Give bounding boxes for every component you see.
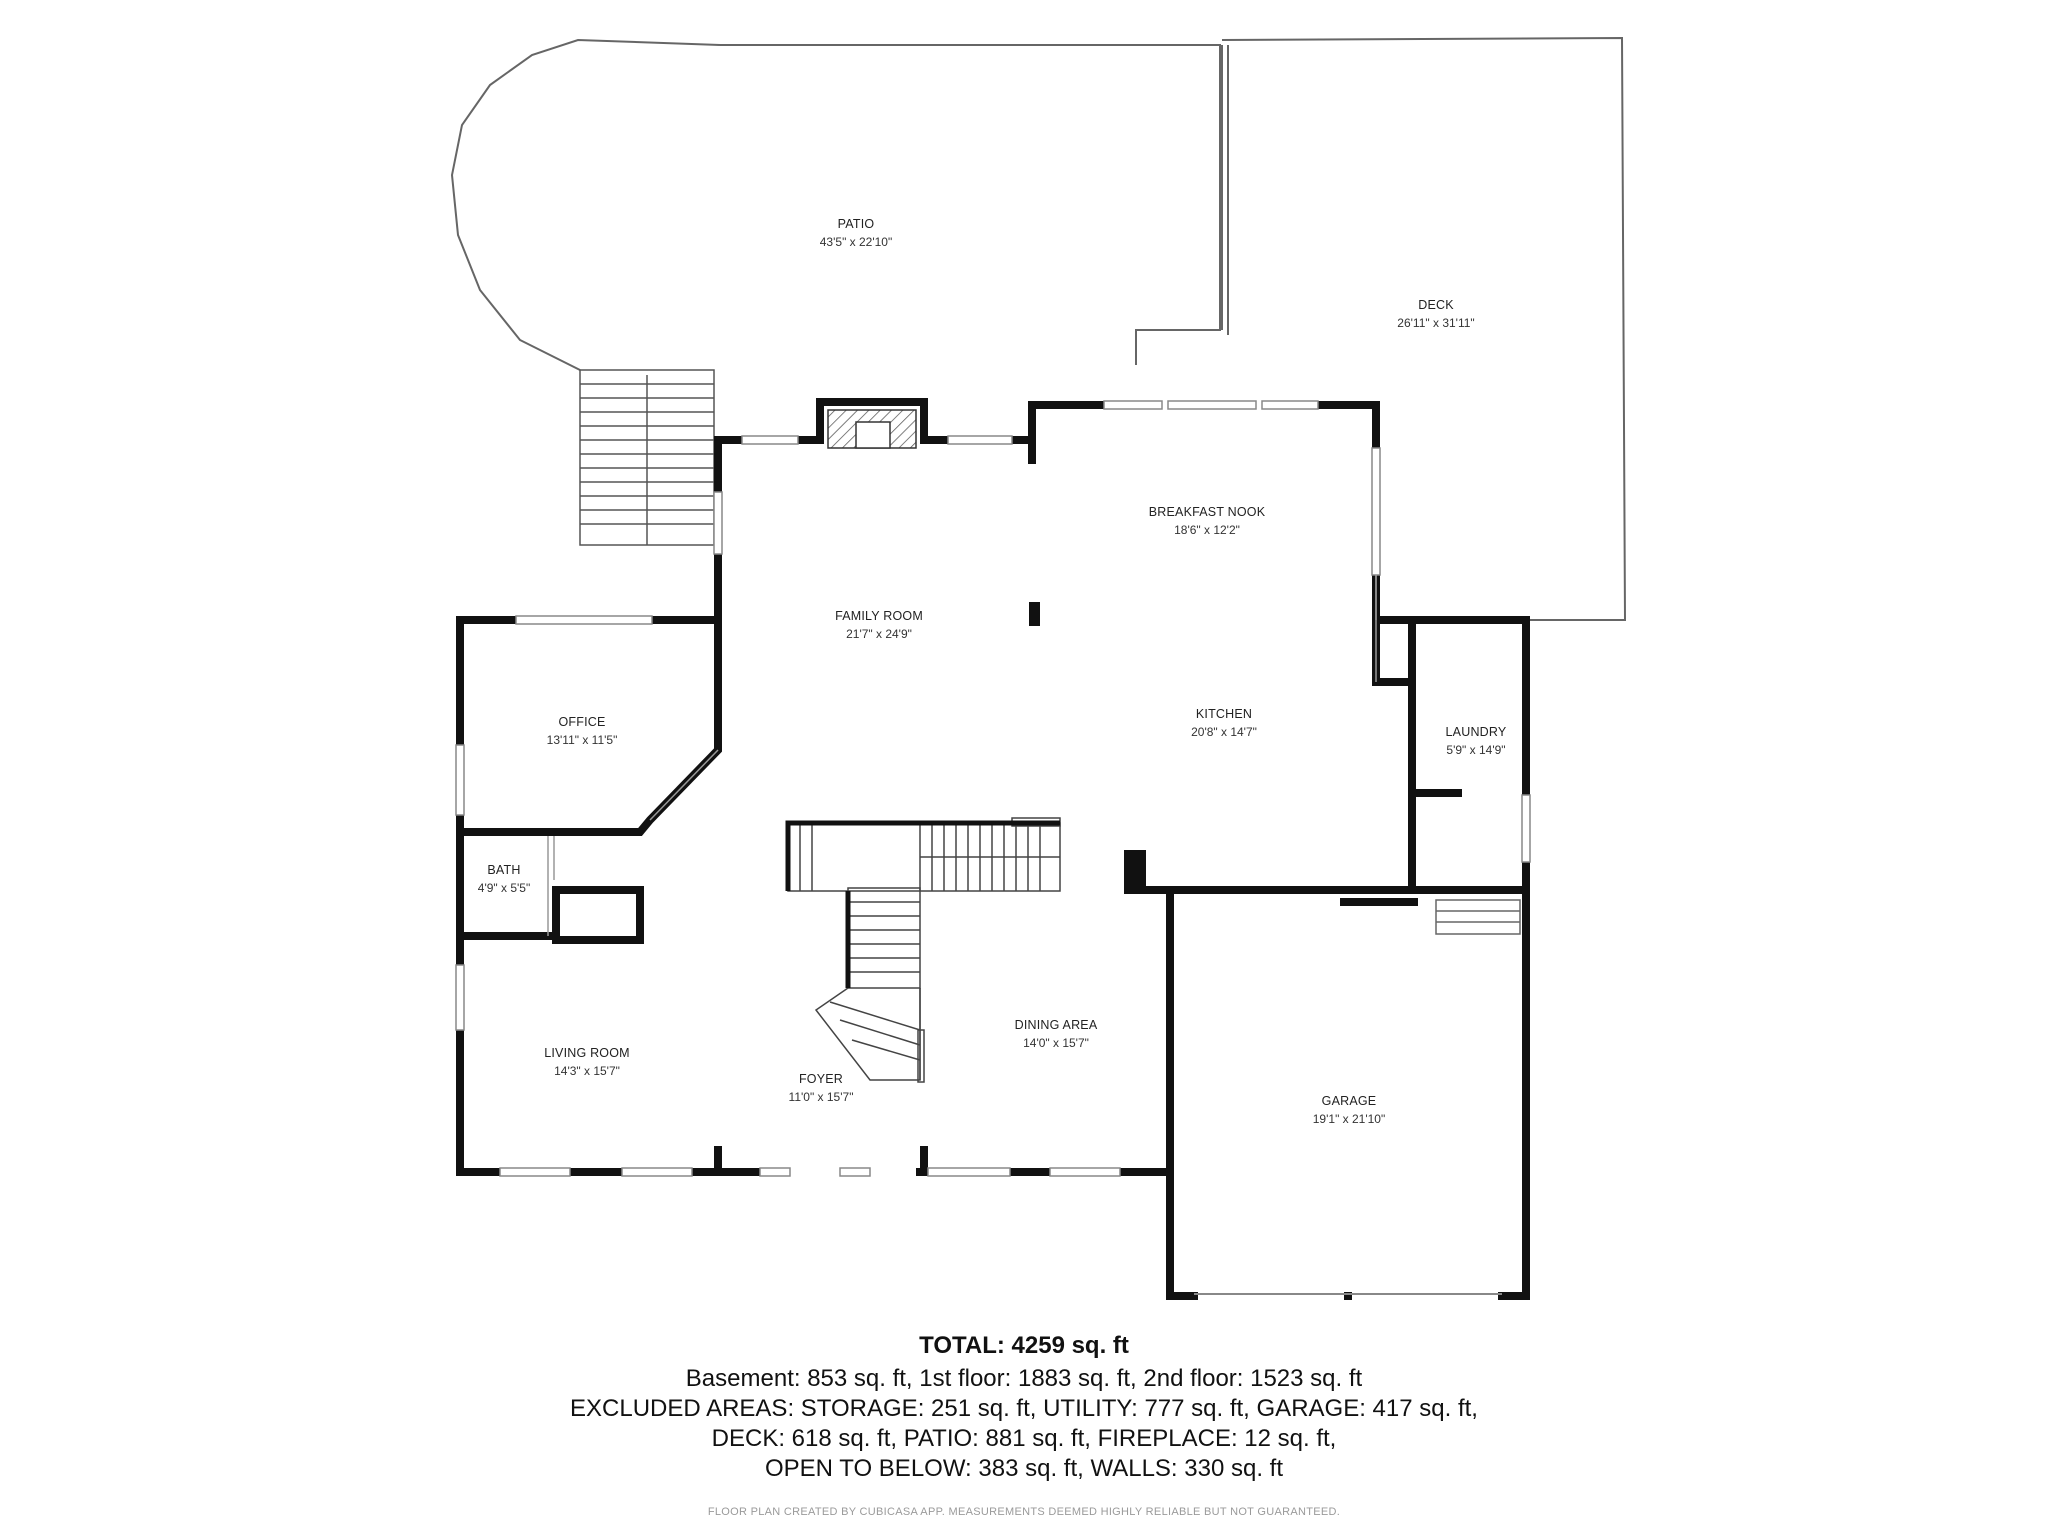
summary-line-open-walls: OPEN TO BELOW: 383 sq. ft, WALLS: 330 sq… [764,1455,1283,1482]
patio-outline [450,38,1221,371]
bath-label: BATH [487,863,520,877]
total-area: TOTAL: 4259 sq. ft [919,1332,1129,1359]
breakfast-nook-label: BREAKFAST NOOK [1149,505,1266,519]
column-post [1029,602,1040,626]
deck-outline [1221,36,1627,621]
column-post [1124,850,1146,894]
garage-dims: 19'1" x 21'10" [1313,1112,1386,1126]
laundry-stairs [1435,899,1521,935]
patio-dims: 43'5" x 22'10" [820,235,893,249]
breakfast-nook-dims: 18'6" x 12'2" [1174,523,1240,537]
summary-line-floors: Basement: 853 sq. ft, 1st floor: 1883 sq… [685,1365,1363,1392]
foyer-dims: 11'0" x 15'7" [789,1090,854,1104]
interior-thin-lines [547,575,1377,936]
family-room-dims: 21'7" x 24'9" [846,627,912,641]
interior-walls [785,820,1060,988]
windows [455,400,1531,1177]
kitchen-label: KITCHEN [1196,707,1252,721]
family-room-label: FAMILY ROOM [835,609,923,623]
room-labels: PATIO 43'5" x 22'10" DECK 26'11" x 31'11… [478,217,1507,1126]
laundry-label: LAUNDRY [1446,725,1507,739]
deck-label: DECK [1418,298,1454,312]
central-staircase [787,817,1061,1083]
garage-label: GARAGE [1322,1094,1377,1108]
living-room-label: LIVING ROOM [544,1046,630,1060]
laundry-dims: 5'9" x 14'9" [1446,743,1505,757]
exterior-walls [456,398,1530,1300]
office-label: OFFICE [558,715,605,729]
summary-line-excluded: EXCLUDED AREAS: STORAGE: 251 sq. ft, UTI… [570,1395,1478,1422]
column-post [1340,898,1418,906]
dining-area-label: DINING AREA [1015,1018,1098,1032]
dining-area-dims: 14'0" x 15'7" [1023,1036,1089,1050]
foyer-label: FOYER [799,1072,843,1086]
deck-dims: 26'11" x 31'11" [1397,316,1474,330]
bath-dims: 4'9" x 5'5" [478,881,530,895]
area-summary: TOTAL: 4259 sq. ft Basement: 853 sq. ft,… [0,1332,2048,1484]
column-post [1344,1292,1352,1300]
patio-stairs [579,369,715,546]
disclaimer-footer: FLOOR PLAN CREATED BY CUBICASA APP. MEAS… [707,1506,1341,1518]
patio-label: PATIO [838,217,875,231]
office-dims: 13'11" x 11'5" [547,733,618,747]
summary-line-deck-patio: DECK: 618 sq. ft, PATIO: 881 sq. ft, FIR… [711,1425,1337,1452]
living-room-dims: 14'3" x 15'7" [554,1064,620,1078]
kitchen-dims: 20'8" x 14'7" [1191,725,1257,739]
